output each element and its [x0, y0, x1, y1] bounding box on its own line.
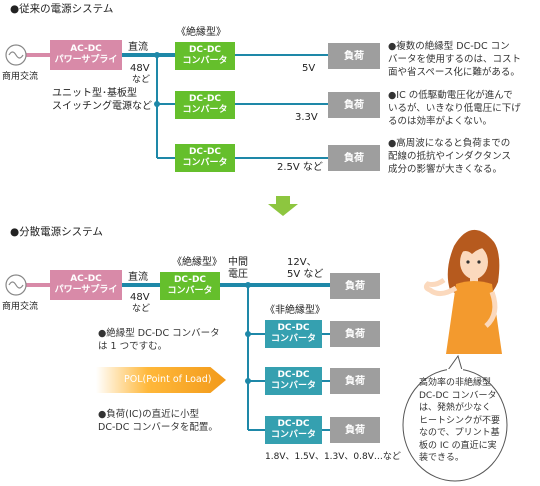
low-voltages-label: 1.8V、1.5V、1.3V、0.8V…など	[265, 452, 401, 462]
voltage-5v: 5V	[302, 63, 316, 74]
voltage-2v5: 2.5V など	[277, 162, 323, 173]
ac-label: 商用交流	[2, 302, 39, 312]
load-box: 負荷	[330, 368, 380, 394]
dc-label: 直流	[128, 272, 148, 283]
isolated-label: 《絶縁型》	[176, 27, 226, 38]
load-box: 負荷	[330, 417, 380, 443]
intermediate-label-1: 中間	[228, 257, 248, 268]
non-isolated-label: 《非絶縁型》	[265, 305, 325, 316]
v12-label-2: 5V など	[287, 269, 324, 280]
isolated-label: 《絶縁型》	[172, 257, 222, 268]
note-cost: ●複数の絶縁型 DC-DC コンバータを使用するのは、コスト面や省スペース化に難…	[388, 41, 522, 78]
v48-label: 48V	[130, 63, 150, 74]
load-box: 負荷	[328, 145, 380, 171]
load-box: 負荷	[330, 321, 380, 347]
v12-label-1: 12V、	[287, 257, 317, 268]
ac-label: 商用交流	[2, 72, 39, 82]
load-box: 負荷	[328, 92, 380, 118]
speech-bubble-shape	[402, 355, 508, 482]
unit-note-2: スイッチング電源など	[52, 101, 152, 112]
conventional-title: ●従来の電源システム	[10, 3, 114, 15]
unit-note-1: ユニット型･基板型	[52, 88, 137, 99]
note-single-converter: ●絶縁型 DC-DC コンバータは 1 つですむ。	[98, 328, 220, 352]
intermediate-label-2: 電圧	[228, 269, 248, 280]
v48-sub: など	[132, 304, 151, 314]
load-box: 負荷	[330, 273, 380, 299]
distributed-title: ●分散電源システム	[10, 226, 103, 238]
dc-label: 直流	[128, 42, 148, 53]
note-high-frequency: ●高周波になると負荷までの配線の抵抗やインダクタンス成分の影響が大きくなる。	[388, 138, 511, 175]
v48-label: 48V	[130, 292, 150, 303]
pol-arrow	[96, 367, 226, 393]
voltage-3v3: 3.3V	[295, 112, 318, 123]
v48-sub: など	[132, 75, 151, 85]
woman-illustration	[423, 229, 502, 354]
pol-label: POL(Point of Load)	[124, 374, 212, 385]
load-box: 負荷	[328, 43, 380, 69]
note-efficiency: ●IC の低駆動電圧化が進んでいるが、いきなり低電圧に下げるのは効率がよくない。	[388, 90, 521, 127]
